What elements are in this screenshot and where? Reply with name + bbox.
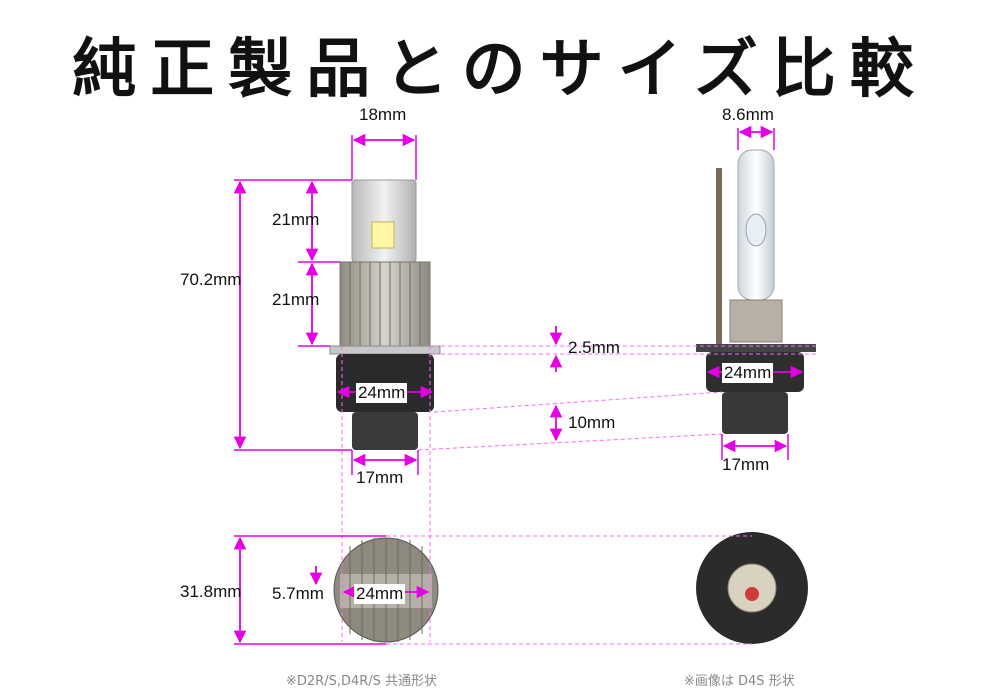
led-base	[352, 412, 418, 450]
led-width-top-label: 18mm	[359, 105, 407, 124]
oem-flange-label: 24mm	[722, 363, 774, 383]
flange-gap-label: 2.5mm	[568, 338, 620, 357]
led-collar	[329, 345, 441, 355]
led-chip-board	[351, 179, 417, 263]
oem-return-wire	[716, 168, 722, 344]
oem-glass-label: 8.6mm	[722, 105, 774, 124]
rear-offset-label: 5.7mm	[272, 584, 324, 603]
oem-base-label: 17mm	[722, 455, 770, 474]
led-flange-label: 24mm	[356, 383, 408, 403]
oem-rear-view	[696, 532, 808, 644]
led-shape-note: ※D2R/S,D4R/S 共通形状	[286, 674, 438, 689]
led-bulb-side	[329, 179, 441, 450]
oem-bulb-side	[696, 149, 816, 434]
rear-flange-label: 24mm	[354, 584, 406, 604]
led-base-label: 17mm	[356, 468, 404, 487]
led-heatsink	[339, 261, 431, 347]
led-overall-label: 70.2mm	[180, 270, 242, 289]
rear-diameter-label: 31.8mm	[180, 582, 242, 601]
led-seg-upper-label: 21mm	[272, 210, 320, 229]
oem-shape-note: ※画像は D4S 形状	[684, 674, 795, 689]
led-seg-lower-label: 21mm	[272, 290, 320, 309]
page-title: 純正製品とのサイズ比較	[72, 33, 928, 107]
oem-holder	[729, 299, 783, 343]
base-gap-label: 10mm	[568, 413, 616, 432]
led-chip	[371, 221, 395, 249]
oem-base	[722, 392, 788, 434]
oem-collar	[696, 344, 816, 352]
